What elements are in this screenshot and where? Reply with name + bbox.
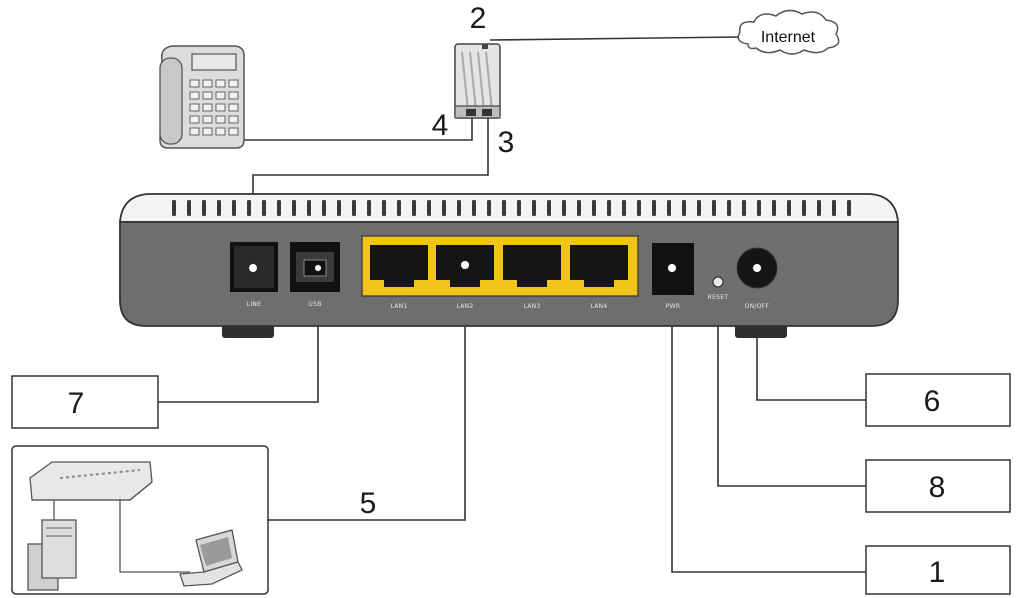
callout-box-7-number: 7	[68, 387, 85, 420]
vent-slot	[442, 200, 446, 216]
vent-slot	[682, 200, 686, 216]
callout-box-6: 6	[865, 373, 1011, 427]
laptop-icon	[179, 529, 243, 587]
vent-slot	[637, 200, 641, 216]
callout-box-8-number: 8	[929, 471, 946, 504]
wire-pwr	[671, 268, 866, 573]
vent-slot	[757, 200, 761, 216]
callout-box-7: 7	[11, 375, 159, 429]
vent-slot	[847, 200, 851, 216]
vent-slot	[727, 200, 731, 216]
vent-slot	[397, 200, 401, 216]
vent-slot	[622, 200, 626, 216]
vent-slot	[502, 200, 506, 216]
vent-slot	[337, 200, 341, 216]
router-vents	[172, 200, 851, 216]
vent-slot	[562, 200, 566, 216]
vent-slot	[322, 200, 326, 216]
vent-slot	[277, 200, 281, 216]
vent-slot	[457, 200, 461, 216]
vent-slot	[742, 200, 746, 216]
vent-slot	[367, 200, 371, 216]
vent-slot	[577, 200, 581, 216]
vent-slot	[592, 200, 596, 216]
vent-slot	[517, 200, 521, 216]
vent-slot	[667, 200, 671, 216]
vent-slot	[232, 200, 236, 216]
vent-slot	[247, 200, 251, 216]
port-label-onoff: ON/OFF	[745, 303, 770, 310]
vent-slot	[202, 200, 206, 216]
vent-slot	[772, 200, 776, 216]
vent-slot	[382, 200, 386, 216]
vent-slot	[652, 200, 656, 216]
network-switch-icon	[29, 461, 153, 501]
splitter-icon	[454, 43, 501, 119]
vent-slot	[787, 200, 791, 216]
port-lan4	[570, 245, 628, 287]
callout-box-1-number: 1	[929, 556, 946, 589]
vent-slot	[832, 200, 836, 216]
vent-slot	[817, 200, 821, 216]
port-label-reset: RESET	[708, 294, 729, 301]
callout-splitter-3: 3	[498, 126, 515, 159]
reset-button	[712, 276, 724, 288]
router-top	[119, 193, 899, 223]
router: LINE USB LAN1 LAN2 LAN3 LAN4 PWR RESET O…	[119, 193, 899, 338]
wire-internet	[489, 36, 741, 41]
port-label-lan2: LAN2	[456, 303, 473, 310]
port-label-usb: USB	[308, 301, 321, 308]
vent-slot	[532, 200, 536, 216]
desktop-computer-icon	[27, 500, 77, 591]
port-lan2	[436, 245, 494, 287]
internet-cloud-icon	[737, 9, 840, 55]
vent-slot	[472, 200, 476, 216]
lan-devices-box	[11, 445, 269, 595]
callout-splitter-2: 2	[470, 2, 487, 35]
callout-box-1: 1	[865, 545, 1011, 595]
port-lan1	[370, 245, 428, 287]
vent-slot	[187, 200, 191, 216]
vent-slot	[172, 200, 176, 216]
port-lan3	[503, 245, 561, 287]
port-label-line: LINE	[247, 301, 262, 308]
vent-slot	[352, 200, 356, 216]
wire-telephone	[238, 118, 473, 141]
vent-slot	[802, 200, 806, 216]
vent-slot	[292, 200, 296, 216]
vent-slot	[607, 200, 611, 216]
port-label-lan1: LAN1	[390, 303, 407, 310]
port-label-lan3: LAN3	[523, 303, 540, 310]
vent-slot	[217, 200, 221, 216]
callout-box-6-number: 6	[924, 385, 941, 418]
callout-box-8: 8	[865, 459, 1011, 513]
vent-slot	[307, 200, 311, 216]
wire-reset	[717, 282, 866, 487]
port-label-lan4: LAN4	[590, 303, 607, 310]
vent-slot	[487, 200, 491, 216]
vent-slot	[697, 200, 701, 216]
internet-label: Internet	[761, 29, 816, 46]
vent-slot	[547, 200, 551, 216]
port-line-plug	[248, 263, 258, 273]
vent-slot	[412, 200, 416, 216]
vent-slot	[427, 200, 431, 216]
port-label-pwr: PWR	[666, 303, 681, 310]
telephone-icon	[159, 45, 245, 149]
callout-splitter-4: 4	[432, 109, 449, 142]
vent-slot	[262, 200, 266, 216]
wire-lan	[268, 265, 466, 521]
vent-slot	[712, 200, 716, 216]
callout-lan-5: 5	[360, 487, 377, 520]
